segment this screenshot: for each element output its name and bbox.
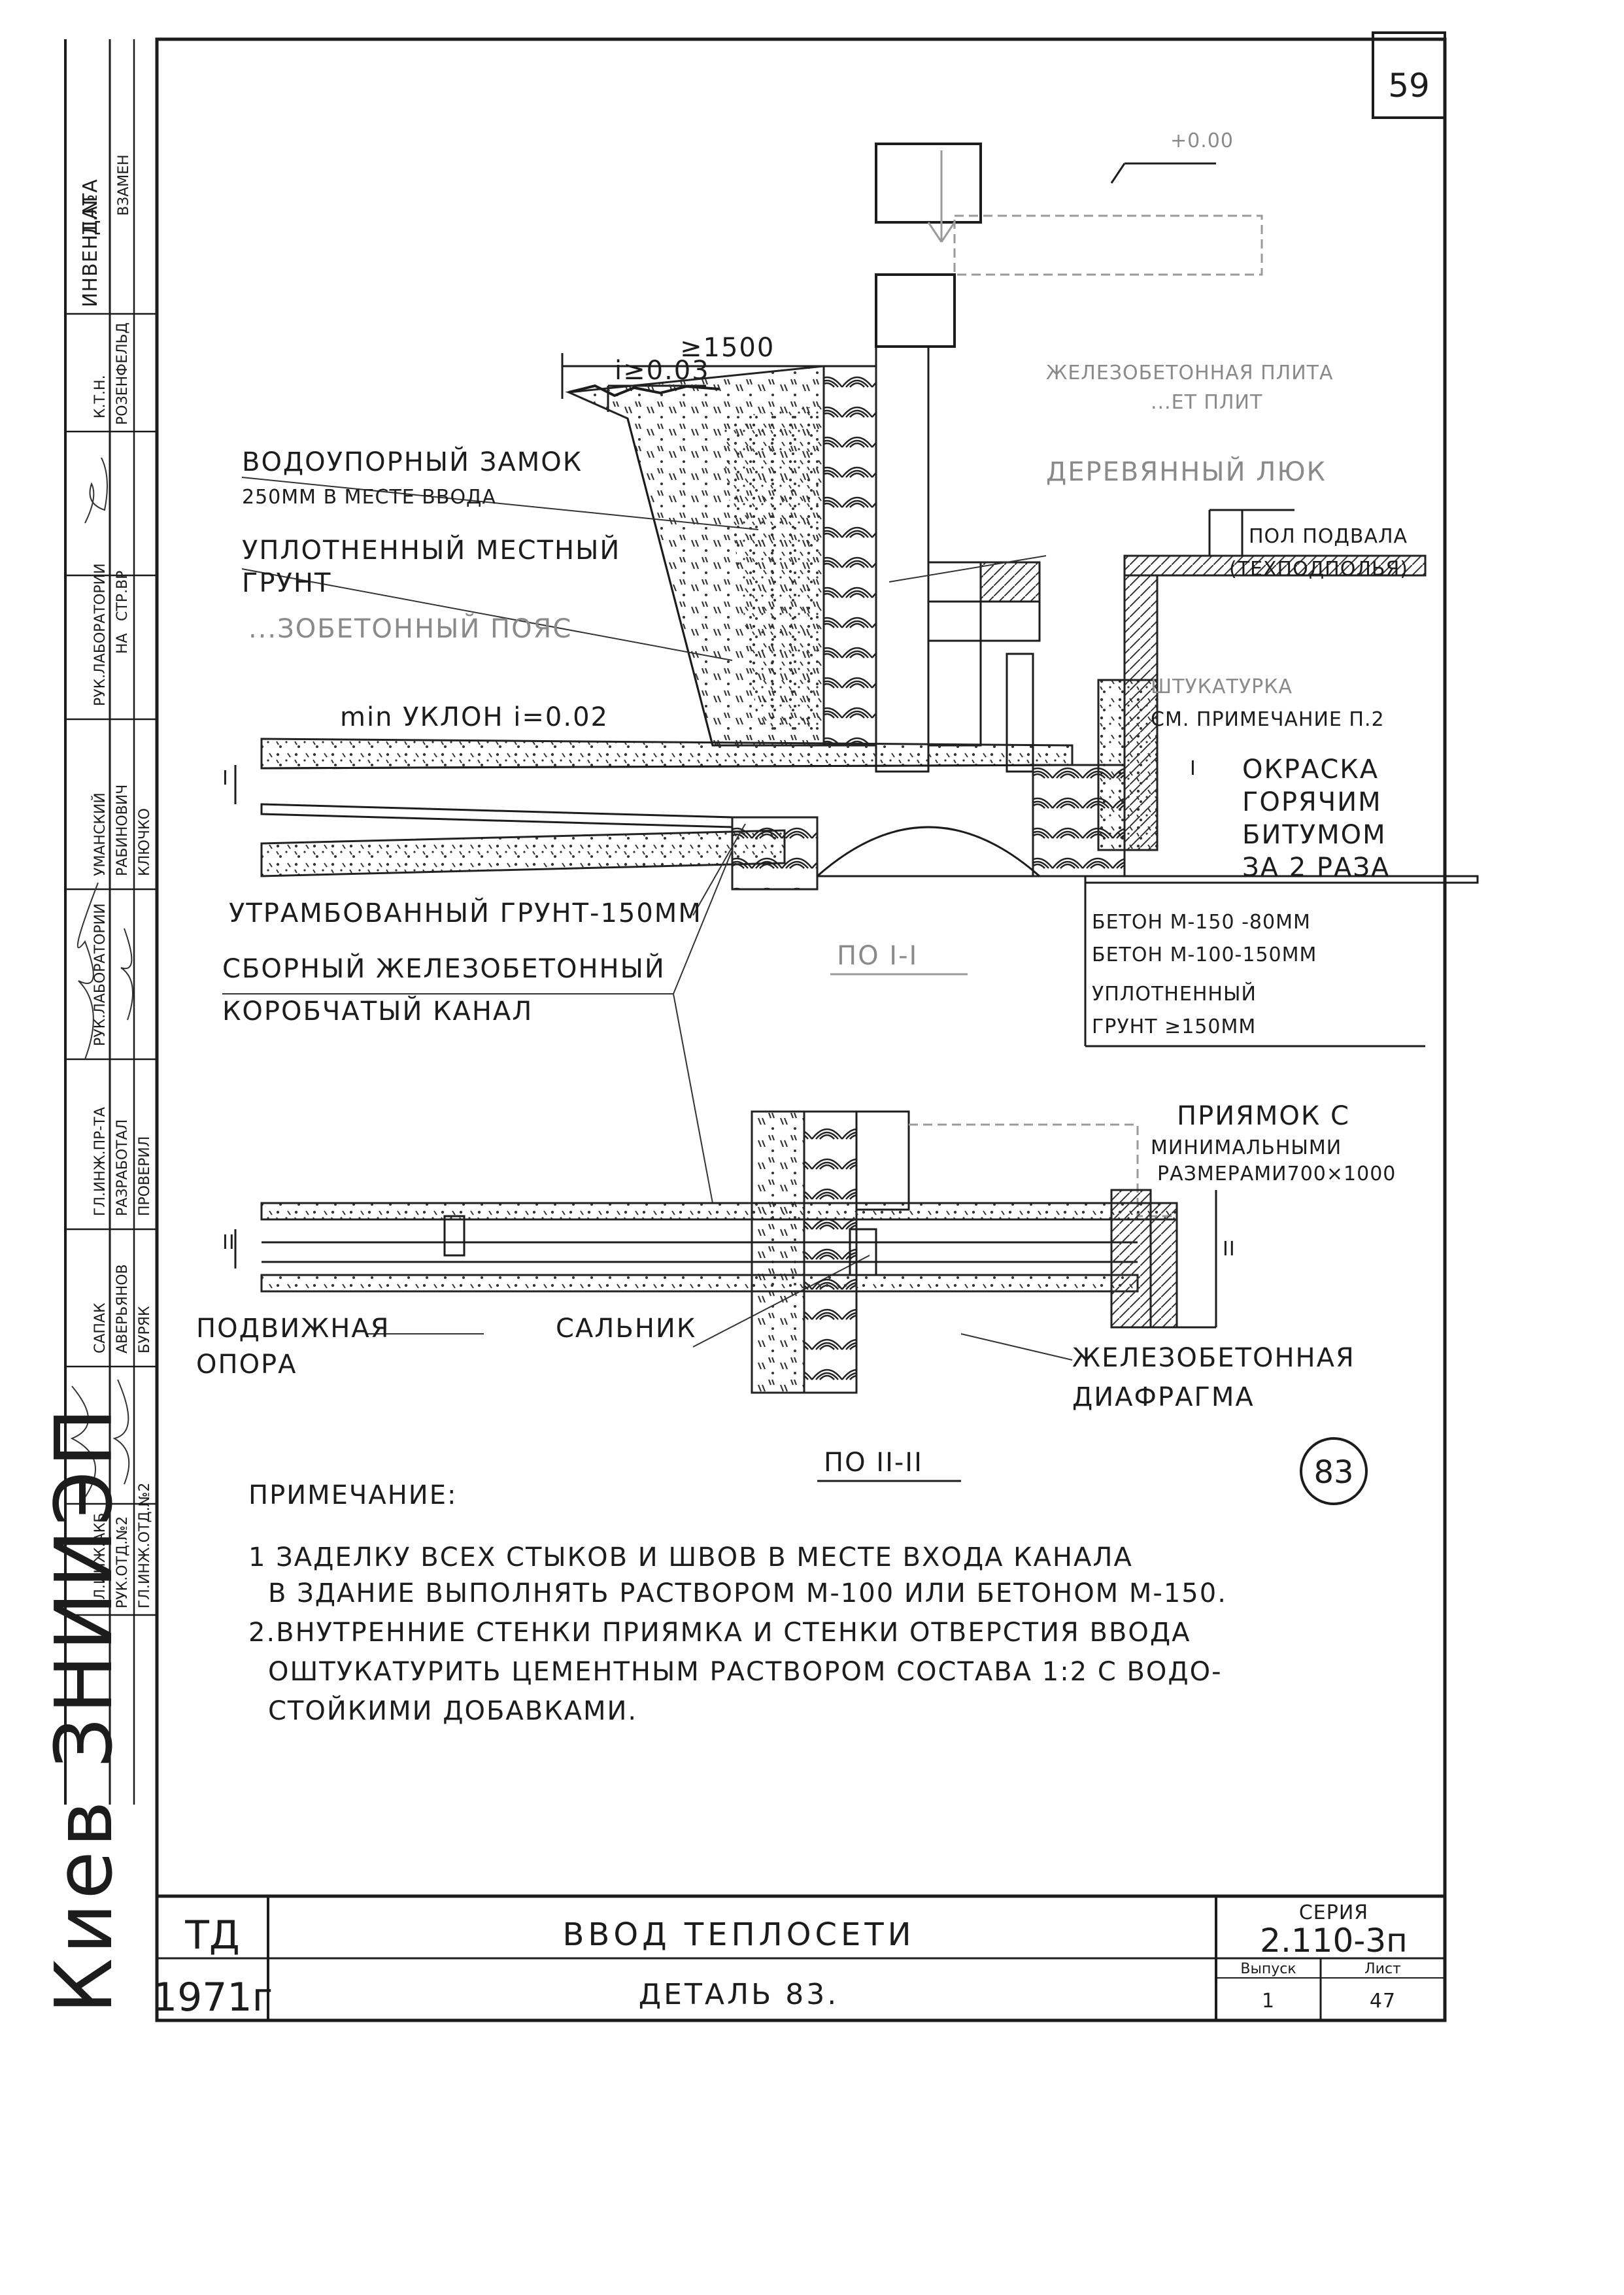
label-plate-2: ...ЕТ ПЛИТ xyxy=(1151,391,1262,414)
issue-label: Выпуск xyxy=(1240,1961,1296,1977)
marker-top: +0.00 xyxy=(1170,129,1234,152)
wall-upper xyxy=(822,143,1263,773)
sheet-label: Лист xyxy=(1364,1961,1401,1977)
note-2-line-3: СТОЙКИМИ ДОБАВКАМИ. xyxy=(268,1695,637,1726)
dim-1500: ≥1500 xyxy=(680,333,775,363)
label-movable-support-1: ПОДВИЖНАЯ xyxy=(196,1314,390,1344)
title-year: 1971г xyxy=(152,1975,273,2020)
label-compacted-soil-1: УПЛОТНЕННЫЙ МЕСТНЫЙ xyxy=(242,534,620,566)
stamp-name-5: САПАК xyxy=(92,1302,109,1353)
label-hatch: ДЕРЕВЯННЫЙ ЛЮК xyxy=(1046,456,1327,487)
stamp-city: Киев ЗНИИЭП xyxy=(39,1404,130,2014)
label-waterproof-lock-note: 250ММ В МЕСТЕ ВВОДА xyxy=(242,486,496,509)
mark-II-right: II xyxy=(1223,1238,1236,1261)
label-gland: САЛЬНИК xyxy=(556,1314,696,1344)
basement xyxy=(927,509,1427,851)
stamp-role-1b: СТР.ВР xyxy=(114,571,131,621)
stamp-role-2: РУК.ЛАБОРАТОРИИ xyxy=(92,903,109,1046)
label-pit-1: ПРИЯМОК С xyxy=(1177,1101,1350,1131)
label-paint-2: ГОРЯЧИМ xyxy=(1242,787,1382,817)
label-concrete-2: БЕТОН М-100-150ММ xyxy=(1092,944,1317,966)
note-2-line-2: ОШТУКАТУРИТЬ ЦЕМЕНТНЫМ РАСТВОРОМ СОСТАВА… xyxy=(268,1657,1223,1687)
label-pit-3: РАЗМЕРАМИ700×1000 xyxy=(1157,1163,1396,1185)
stamp-date: ДАТА xyxy=(79,178,102,235)
stamp-role-8: ГЛ.ИНЖ.ОТД.№2 xyxy=(137,1483,153,1608)
stamp-inv: ИНВЕНТ.№ xyxy=(79,194,102,307)
label-paint-3: БИТУМОМ xyxy=(1242,820,1387,850)
label-basement-floor-2: (ТЕХПОДПОЛЬЯ) xyxy=(1229,558,1408,581)
side-stamp: ДАТА ИНВЕНТ.№ ВЗАМЕН К.Т.Н. РОЗЕНФЕЛЬД Р… xyxy=(39,39,158,2020)
stamp-name-1: РОЗЕНФЕЛЬД xyxy=(114,322,131,425)
stamp-replace: ВЗАМЕН xyxy=(116,154,132,216)
label-box-channel-2: КОРОБЧАТЫЙ КАНАЛ xyxy=(222,995,533,1027)
label-compacted-4: ГРУНТ ≥150ММ xyxy=(1092,1015,1256,1038)
sheet-number: 59 xyxy=(1388,67,1430,105)
stamp-role-4: РАЗРАБОТАЛ xyxy=(114,1119,131,1216)
label-pit-2: МИНИМАЛЬНЫМИ xyxy=(1151,1136,1342,1159)
stamp-name-4: КЛЮЧКО xyxy=(137,808,153,876)
stamp-role-1: РУК.ЛАБОРАТОРИИ xyxy=(92,563,109,706)
stamp-role-3: ГЛ.ИНЖ.ПР-ТА xyxy=(92,1107,109,1216)
series-label: СЕРИЯ xyxy=(1299,1901,1368,1924)
title-block xyxy=(157,1894,1445,2020)
notes-heading: ПРИМЕЧАНИЕ: xyxy=(248,1480,457,1510)
signature-3 xyxy=(120,928,133,1021)
stamp-role-6: ГЛ.ИНЖ.АКБ xyxy=(92,1513,109,1608)
label-movable-support-2: ОПОРА xyxy=(196,1350,297,1380)
signature-5 xyxy=(112,1379,130,1485)
stamp-ktn: К.Т.Н. xyxy=(92,375,109,418)
stamp-name-3: РАБИНОВИЧ xyxy=(114,785,131,876)
stamp-role-1c: НА xyxy=(114,633,131,654)
note-2-line-1: 2.ВНУТРЕННИЕ СТЕНКИ ПРИЯМКА И СТЕНКИ ОТВ… xyxy=(248,1618,1191,1648)
leader-lines xyxy=(222,477,1047,1348)
label-plate-1: ЖЕЛЕЗОБЕТОННАЯ ПЛИТА xyxy=(1046,362,1334,384)
series-value: 2.110-3п xyxy=(1260,1922,1408,1960)
issue-value: 1 xyxy=(1262,1990,1275,2013)
label-paint-4: ЗА 2 РАЗА xyxy=(1242,853,1390,883)
stamp-name-7: БУРЯК xyxy=(137,1306,153,1353)
label-diaphragm-2: ДИАФРАГМА xyxy=(1072,1382,1255,1412)
channel-section-2 xyxy=(234,1110,1217,1394)
stamp-name-2: УМАНСКИЙ xyxy=(92,792,109,876)
label-diaphragm-1: ЖЕЛЕЗОБЕТОННАЯ xyxy=(1072,1343,1355,1373)
label-section-2: ПО II-II xyxy=(824,1448,923,1478)
label-compacted-soil-2: ГРУНТ xyxy=(242,568,331,598)
signature-1 xyxy=(84,457,108,524)
signature-2 xyxy=(76,882,99,1060)
note-1-line-2: В ЗДАНИЕ ВЫПОЛНЯТЬ РАСТВОРОМ М-100 ИЛИ Б… xyxy=(268,1578,1227,1608)
label-waterproof-lock: ВОДОУПОРНЫЙ ЗАМОК xyxy=(242,446,583,477)
label-rammed-soil: УТРАМБОВАННЫЙ ГРУНТ-150ММ xyxy=(229,897,702,928)
stamp-role-7: РУК.ОТД.№2 xyxy=(114,1516,131,1608)
label-paint-1: ОКРАСКА xyxy=(1242,755,1379,785)
label-concrete-1: БЕТОН М-150 -80ММ xyxy=(1092,911,1311,934)
title-subtitle: ДЕТАЛЬ 83. xyxy=(639,1978,839,2011)
title-org: ТД xyxy=(184,1912,240,1958)
note-1-line-1: 1 ЗАДЕЛКУ ВСЕХ СТЫКОВ И ШВОВ В МЕСТЕ ВХО… xyxy=(248,1542,1133,1572)
mark-I-right: I xyxy=(1190,757,1196,780)
channel-section-1 xyxy=(234,738,1479,1046)
detail-number: 83 xyxy=(1313,1454,1353,1491)
label-basement-floor-1: ПОЛ ПОДВАЛА xyxy=(1249,525,1408,548)
label-section-1: ПО I-I xyxy=(837,941,918,971)
sheet-value: 47 xyxy=(1370,1990,1396,2013)
detail-circle xyxy=(1300,1437,1368,1505)
label-slope-min: min УКЛОН i=0.02 xyxy=(340,702,609,732)
title-main: ВВОД ТЕПЛОСЕТИ xyxy=(562,1916,915,1953)
stamp-name-6: АВЕРЬЯНОВ xyxy=(114,1264,131,1353)
stamp-role-5: ПРОВЕРИЛ xyxy=(137,1136,153,1216)
label-belt: ...ЗОБЕТОННЫЙ ПОЯС xyxy=(248,613,572,644)
label-box-channel-1: СБОРНЫЙ ЖЕЛЕЗОБЕТОННЫЙ xyxy=(222,953,666,984)
label-compacted-3: УПЛОТНЕННЫЙ xyxy=(1092,982,1257,1006)
signature-4 xyxy=(70,1386,96,1498)
label-plaster-1: ШТУКАТУРКА xyxy=(1151,675,1293,698)
mark-I-left: I xyxy=(222,767,229,790)
mark-II-left: II xyxy=(222,1231,235,1254)
label-plaster-2: СМ. ПРИМЕЧАНИЕ П.2 xyxy=(1151,708,1385,731)
